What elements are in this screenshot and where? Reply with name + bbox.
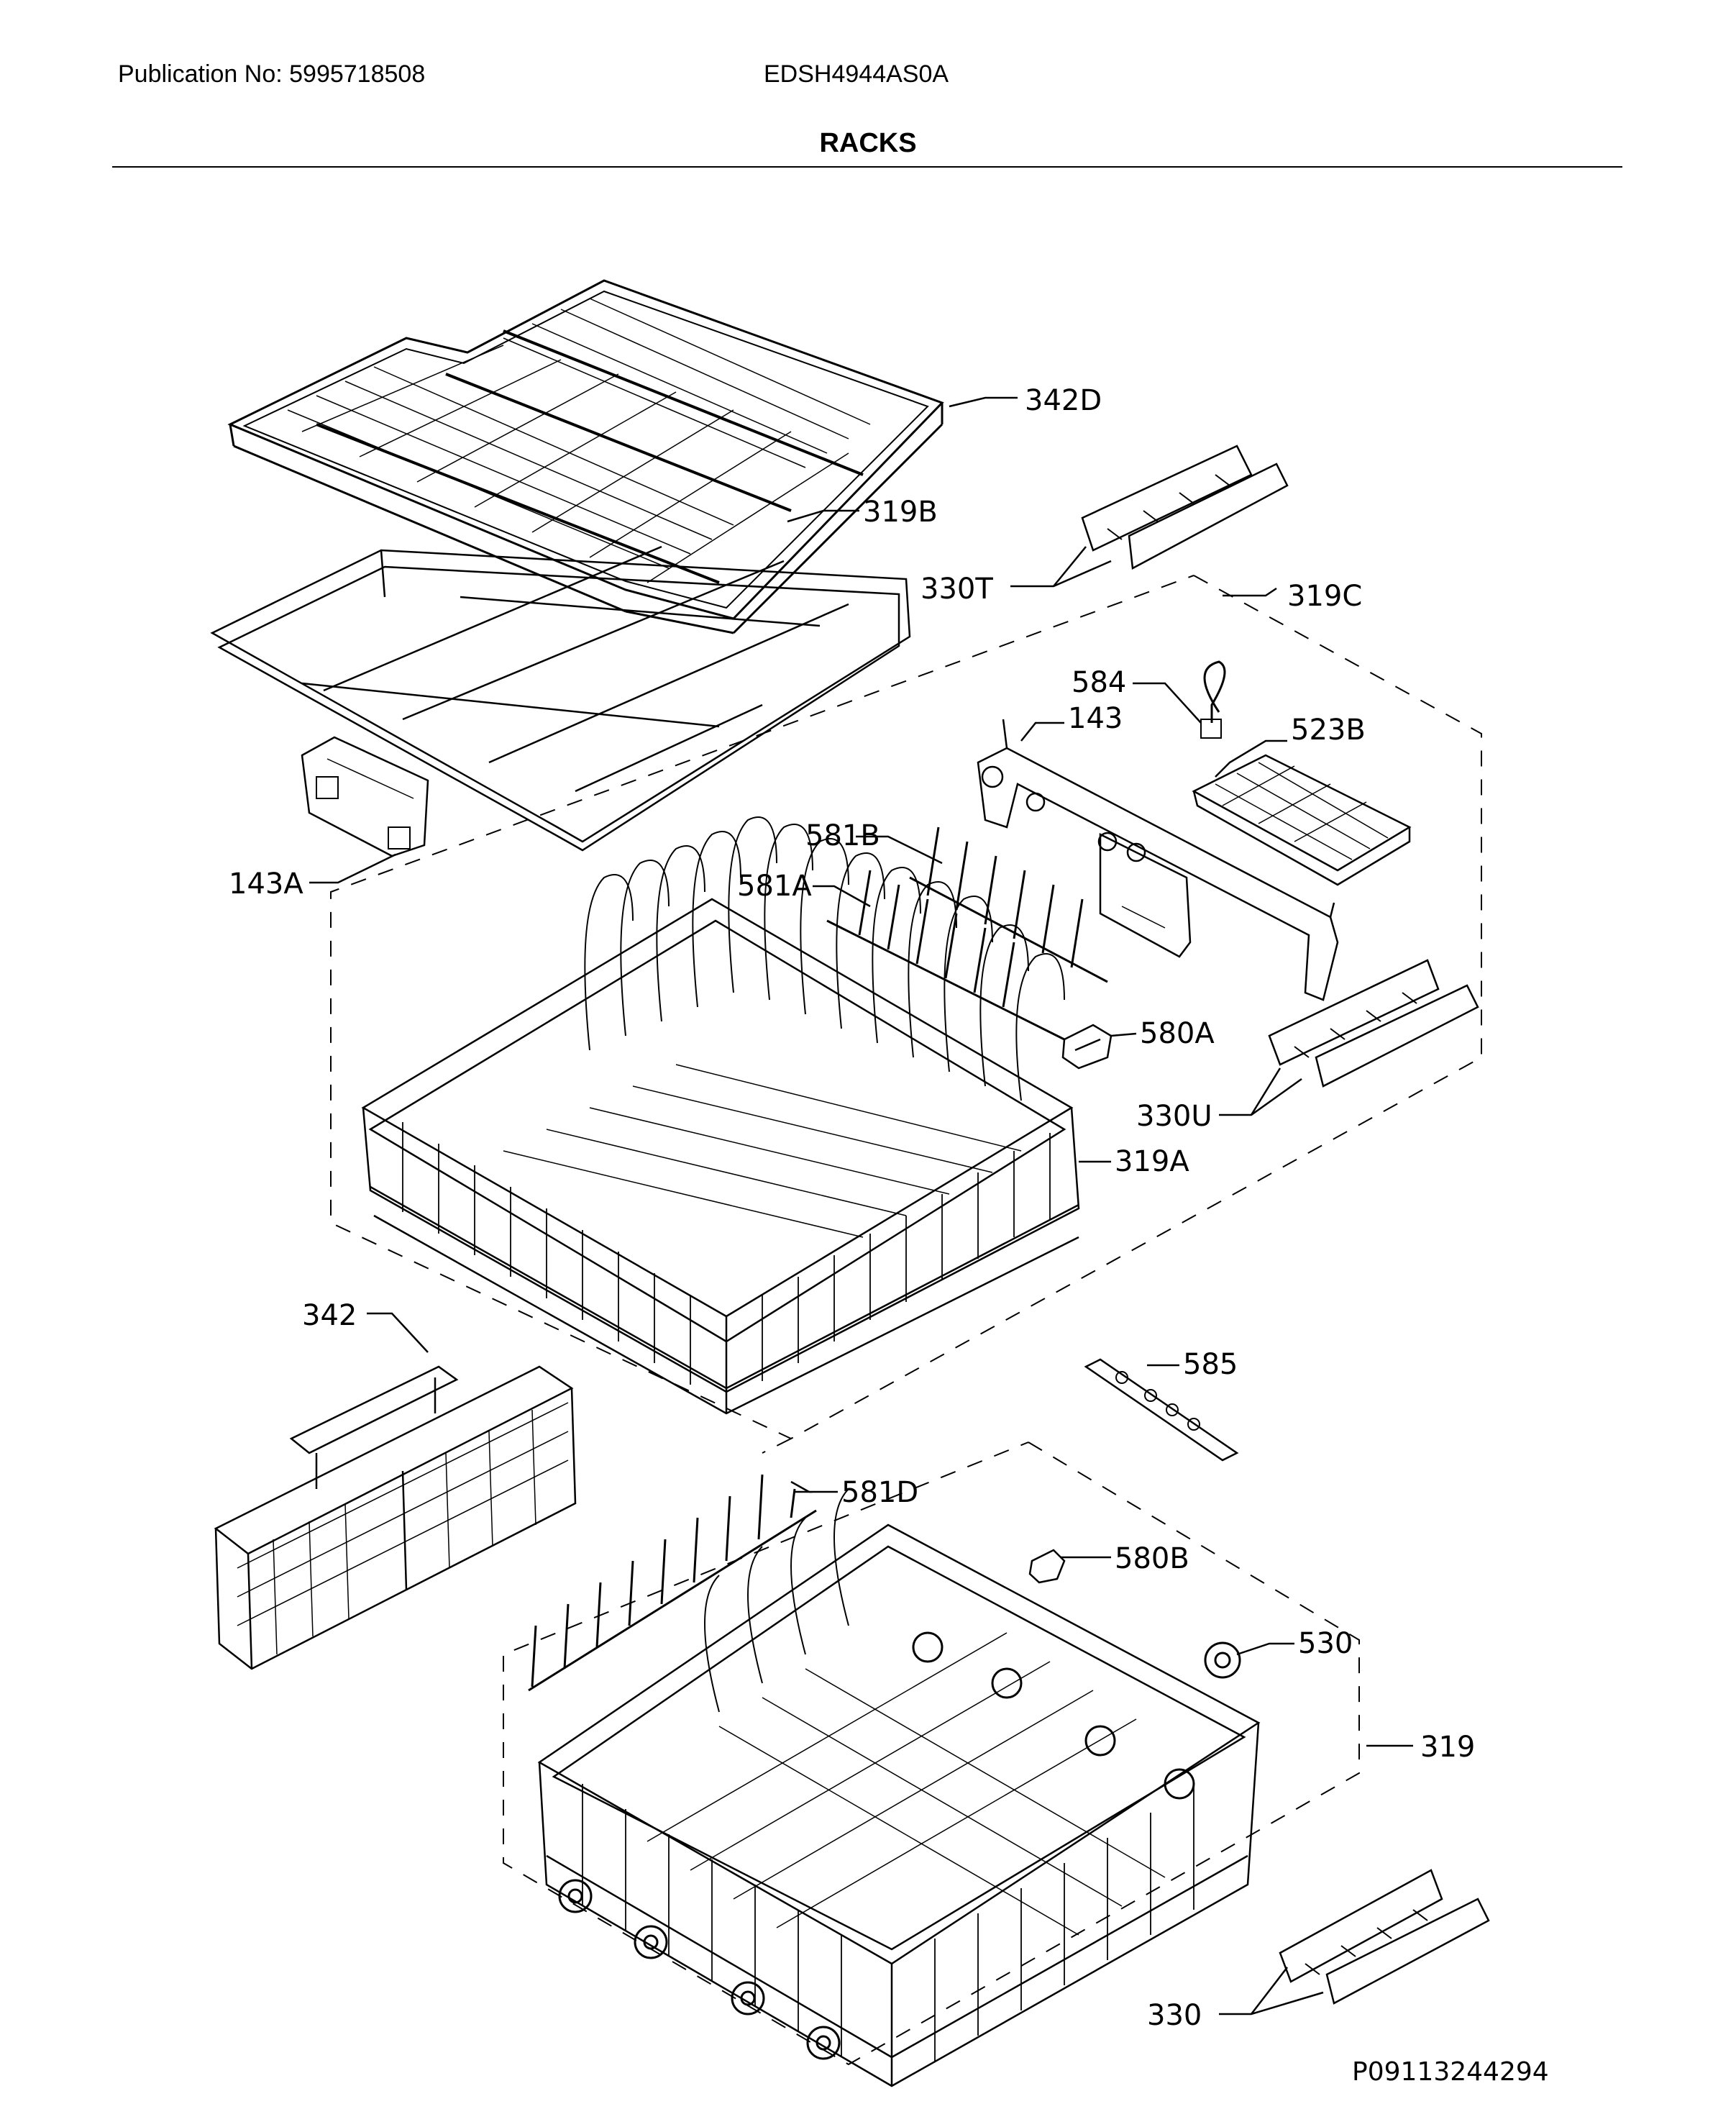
rack-slide-330 xyxy=(1279,1869,1490,2005)
label-523B: 523B xyxy=(1291,714,1366,747)
hose-584 xyxy=(1200,660,1226,739)
wheels-530 xyxy=(558,1631,1241,2060)
label-580B: 580B xyxy=(1115,1542,1189,1575)
tine-row-581B xyxy=(909,826,1108,983)
label-143: 143 xyxy=(1068,702,1123,735)
tray-frame-319B xyxy=(210,545,911,852)
leader-lines xyxy=(309,396,1413,2015)
model-number: EDSH4944AS0A xyxy=(764,60,949,88)
silverware-basket-342 xyxy=(214,1365,577,1670)
clip-580A xyxy=(1061,1024,1113,1070)
label-342: 342 xyxy=(302,1299,357,1332)
page-title: RACKS xyxy=(819,128,917,158)
label-319: 319 xyxy=(1420,1731,1475,1764)
rail-clip-143A xyxy=(301,736,429,857)
rack-slide-330U xyxy=(1268,959,1479,1088)
cup-rack-523B xyxy=(1192,754,1412,886)
label-319C: 319C xyxy=(1287,580,1362,613)
label-584: 584 xyxy=(1072,666,1126,699)
label-581D: 581D xyxy=(841,1476,918,1509)
lower-rack-319 xyxy=(537,1488,1261,2087)
upper-rack-319A xyxy=(361,816,1080,1415)
clip-580B xyxy=(1028,1549,1066,1584)
label-581B: 581B xyxy=(805,819,880,852)
rack-adjuster-143 xyxy=(977,719,1339,1001)
label-330U: 330U xyxy=(1136,1100,1212,1133)
strip-585 xyxy=(1084,1358,1239,1462)
third-level-tray-342D xyxy=(227,279,944,634)
label-319B: 319B xyxy=(863,496,938,529)
tine-row-581D xyxy=(528,1474,817,1692)
label-585: 585 xyxy=(1183,1348,1238,1381)
label-581A: 581A xyxy=(737,870,812,903)
label-330T: 330T xyxy=(920,573,993,606)
rack-slide-330T xyxy=(1081,445,1289,570)
label-330: 330 xyxy=(1147,1999,1202,2032)
part-labels: 342D 319B 330T 319C 584 143 523B 581B 58… xyxy=(229,384,1549,2087)
label-580A: 580A xyxy=(1140,1017,1215,1050)
label-319A: 319A xyxy=(1115,1145,1189,1178)
lower-rack-boundary-319 xyxy=(503,1441,1360,2066)
label-530: 530 xyxy=(1298,1627,1353,1660)
label-342D: 342D xyxy=(1025,384,1102,417)
title-divider xyxy=(112,166,1622,168)
upper-rack-boundary-319C xyxy=(330,575,1482,1454)
label-143A: 143A xyxy=(229,867,303,901)
diagram-id: P09113244294 xyxy=(1352,2057,1549,2087)
publication-number: Publication No: 5995718508 xyxy=(118,60,426,88)
